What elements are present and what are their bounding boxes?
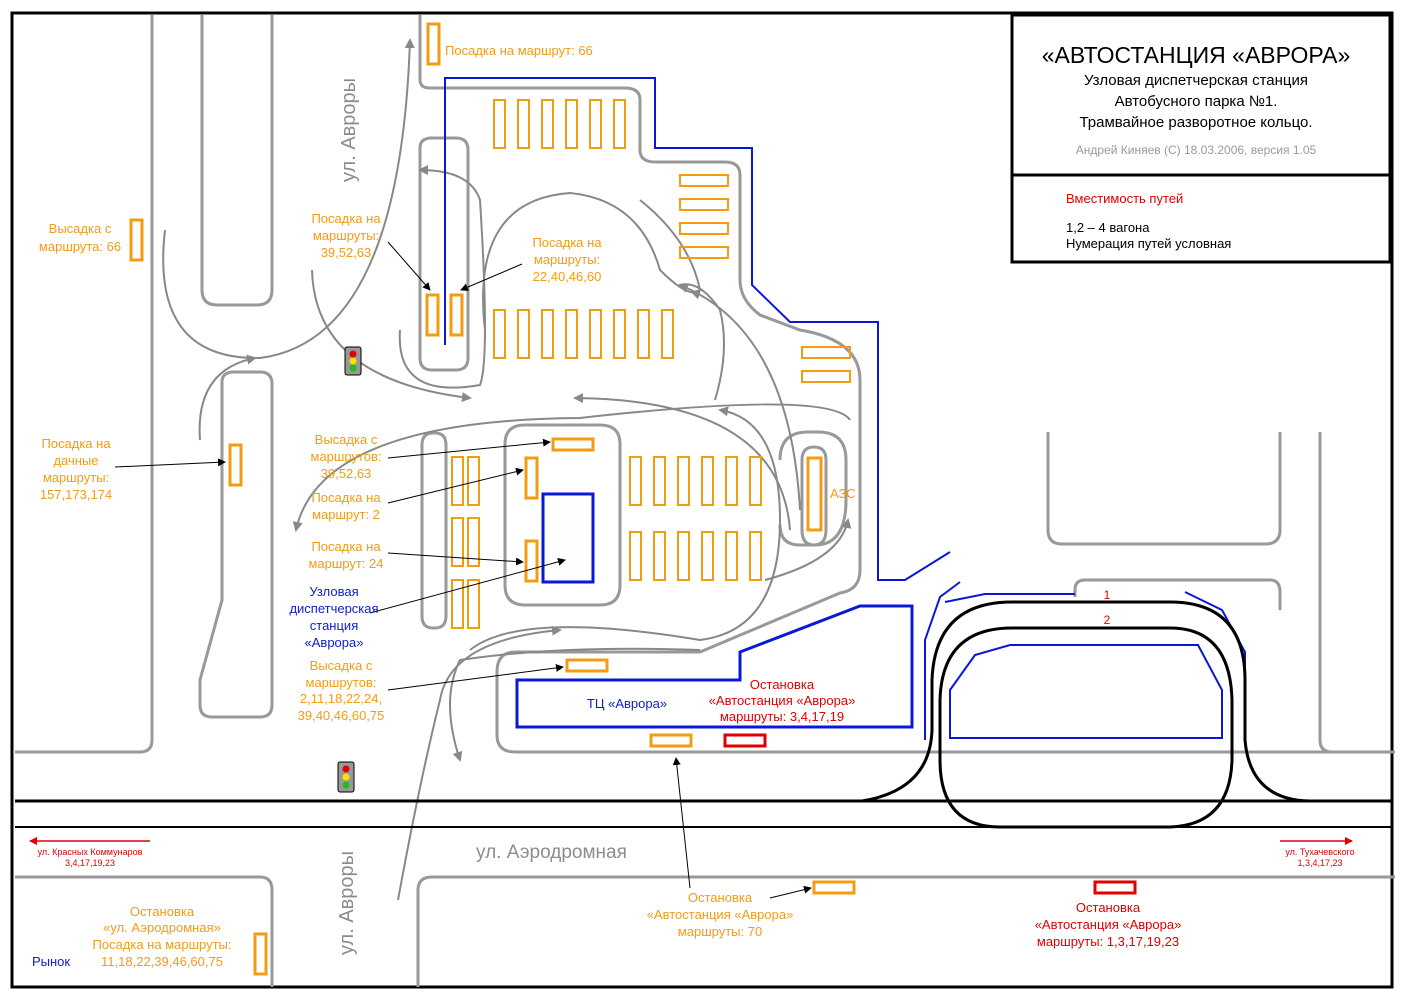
buildings <box>444 77 1246 740</box>
title-author: Андрей Киняев (С) 18.03.2006, версия 1.0… <box>1076 143 1317 157</box>
label-vysadka-2: 39,40,46,60,75 <box>298 708 385 723</box>
label-tram-stop-2: «Автостанция «Аврора» <box>1035 917 1182 932</box>
legend-line2: Нумерация путей условная <box>1066 236 1231 251</box>
parking-slots <box>451 99 851 629</box>
dir-left-name: ул. Красных Коммунаров <box>38 847 143 857</box>
label-aero-stop: «ул. Аэродромная» <box>103 920 221 935</box>
label-tram-stop-2: маршруты: 1,3,17,19,23 <box>1037 934 1179 949</box>
title-line2: Автобусного парка №1. <box>1115 93 1278 110</box>
label-bus70: «Автостанция «Аврора» <box>647 907 794 922</box>
label-track-2: 2 <box>1104 613 1111 627</box>
label-posadka-2: маршрут: 2 <box>312 507 380 522</box>
label-posadka-22: Посадка на <box>532 235 602 250</box>
label-vysadka-2: 2,11,18,22,24, <box>300 691 382 706</box>
label-vysadka-2: Высадка с <box>310 658 373 673</box>
label-uzl-station: станция <box>310 618 358 633</box>
tram-tracks <box>15 600 1392 829</box>
label-aero-stop: 11,18,22,39,46,60,75 <box>101 954 223 969</box>
map-frame <box>10 11 1394 989</box>
label-dacha: дачные <box>53 453 98 468</box>
label-posadka-22: маршруты: <box>534 252 600 267</box>
label-dacha: 157,173,174 <box>40 487 112 502</box>
label-posadka-39: маршруты: <box>313 228 379 243</box>
label-rynok: Рынок <box>32 954 70 969</box>
label-vysadka-39: 39,52,63 <box>321 466 372 481</box>
label-vysadka-2: маршрутов: <box>306 675 377 690</box>
street-avrory-top: ул. Авроры <box>338 78 360 182</box>
title-main: «АВТОСТАНЦИЯ «АВРОРА» <box>1042 42 1351 68</box>
label-vysadka-66: маршрута: 66 <box>39 239 121 254</box>
label-vysadka-39: маршрутов: <box>311 449 382 464</box>
label-aero-stop: Посадка на маршруты: <box>92 937 231 952</box>
legend-heading: Вместимость путей <box>1066 191 1183 206</box>
label-tram-stop: «Автостанция «Аврора» <box>709 693 856 708</box>
label-azs: АЗС <box>830 486 856 501</box>
label-aero-stop: Остановка <box>130 904 195 919</box>
route-arrows <box>162 38 852 901</box>
label-bus70: Остановка <box>688 890 753 905</box>
pointer-lines <box>114 241 812 899</box>
tram-stops <box>723 733 1137 895</box>
dir-right-routes: 1,3,4,17,23 <box>1297 858 1342 868</box>
label-posadka-24: Посадка на <box>311 539 381 554</box>
dir-right-name: ул. Тухачевского <box>1285 847 1354 857</box>
street-avrory-bottom: ул. Авроры <box>336 851 358 955</box>
street-aerodromnaya: ул. Аэродромная <box>476 842 627 863</box>
label-tram-stop: маршруты: 3,4,17,19 <box>720 709 844 724</box>
label-tram-stop: Остановка <box>750 677 815 692</box>
label-uzl-station: диспетчерская <box>289 601 378 616</box>
label-vysadka-66: Высадка с <box>49 221 112 236</box>
label-tram-stop-2: Остановка <box>1076 900 1141 915</box>
label-posadka-39: 39,52,63 <box>321 245 372 260</box>
dir-left-routes: 3,4,17,19,23 <box>65 858 115 868</box>
label-posadka-39: Посадка на <box>311 211 381 226</box>
title-line1: Узловая диспетчерская станция <box>1084 72 1308 89</box>
label-posadka-22: 22,40,46,60 <box>533 269 602 284</box>
title-line3: Трамвайное разворотное кольцо. <box>1079 114 1312 131</box>
label-dacha: маршруты: <box>43 470 109 485</box>
bus-stops <box>129 22 856 976</box>
label-posadka-66: Посадка на маршрут: 66 <box>445 43 593 58</box>
label-vysadka-39: Высадка с <box>315 432 378 447</box>
legend-line1: 1,2 – 4 вагона <box>1066 220 1150 235</box>
roads <box>15 15 1395 987</box>
label-bus70: маршруты: 70 <box>678 924 762 939</box>
label-tc: ТЦ «Аврора» <box>587 696 667 711</box>
label-uzl-station: «Аврора» <box>305 635 364 650</box>
title-box: «АВТОСТАНЦИЯ «АВРОРА» Узловая диспетчерс… <box>1010 13 1392 264</box>
label-posadka-24: маршрут: 24 <box>308 556 383 571</box>
traffic-light-icon <box>337 761 355 793</box>
traffic-light-icon <box>344 346 362 376</box>
label-uzl-station: Узловая <box>309 584 358 599</box>
label-posadka-2: Посадка на <box>311 490 381 505</box>
label-dacha: Посадка на <box>41 436 111 451</box>
label-track-1: 1 <box>1104 588 1111 602</box>
